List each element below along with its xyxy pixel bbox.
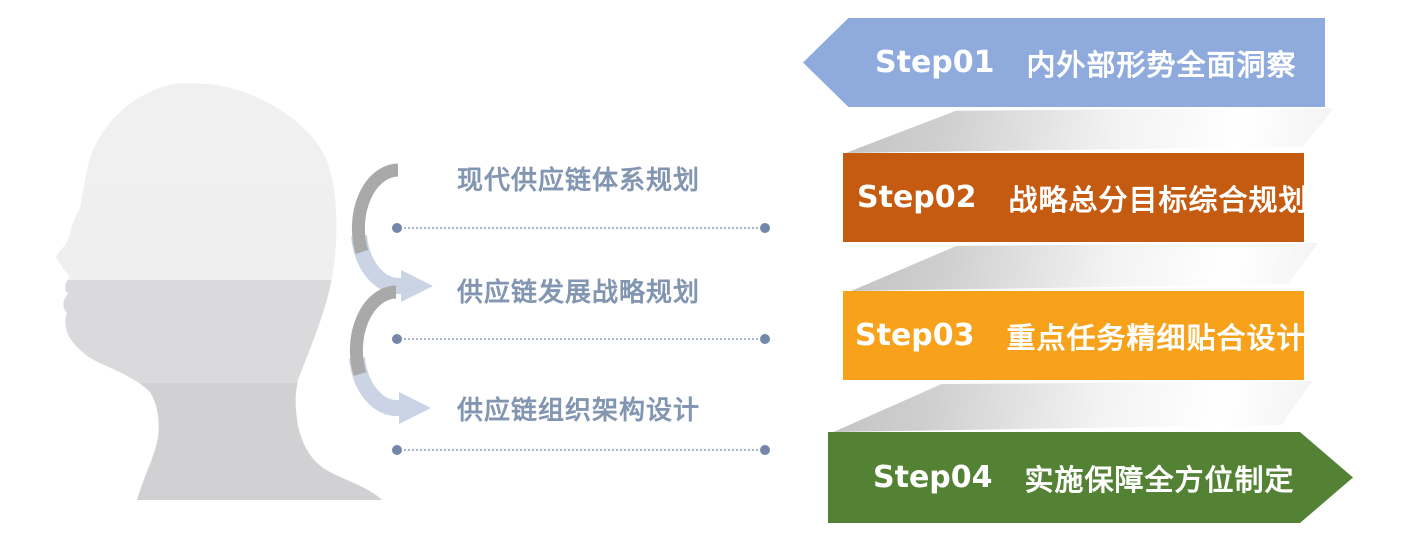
dotted-separator (392, 334, 770, 344)
line-end-dot (760, 445, 770, 455)
step-number: Step03 (855, 318, 975, 353)
ribbon-fold-shadow (845, 108, 1334, 153)
head-band-2 (56, 188, 382, 280)
planning-item: 供应链发展战略规划 (392, 275, 770, 311)
line-end-dot (760, 334, 770, 344)
step-banner-2: Step02 战略总分目标综合规划 (843, 153, 1308, 242)
step-banner-1: Step01 内外部形势全面洞察 (803, 18, 1325, 107)
step-title: 重点任务精细贴合设计 (1006, 320, 1307, 355)
step-banner-3: Step03 重点任务精细贴合设计 (843, 291, 1307, 380)
dotted-separator (392, 445, 770, 455)
step-number: Step04 (873, 460, 993, 495)
curved-arrow-icon-2 (349, 285, 431, 424)
line-end-dot (392, 445, 402, 455)
step-banner-4: Step04 实施保障全方位制定 (828, 432, 1353, 523)
line-end-dot (392, 334, 402, 344)
step-title: 战略总分目标综合规划 (1008, 182, 1309, 217)
planning-item: 供应链组织架构设计 (392, 393, 770, 429)
planning-label: 供应链发展战略规划 (457, 278, 701, 308)
step-number: Step02 (857, 180, 977, 215)
dotted-line (404, 227, 758, 229)
head-silhouette (56, 83, 382, 500)
ribbon-fold-shadow (833, 381, 1313, 432)
planning-label: 供应链组织架构设计 (457, 396, 701, 426)
planning-label: 现代供应链体系规划 (457, 166, 701, 196)
head-band-4 (56, 383, 382, 500)
dotted-line (404, 338, 758, 340)
dotted-separator (392, 223, 770, 233)
ribbon-fold-shadow (851, 243, 1318, 291)
head-band-3 (56, 280, 382, 383)
planning-item: 现代供应链体系规划 (392, 163, 770, 199)
head-band-1 (56, 83, 382, 188)
step-title: 内外部形势全面洞察 (1026, 47, 1297, 82)
line-end-dot (760, 223, 770, 233)
dotted-line (404, 449, 758, 451)
step-number: Step01 (875, 45, 995, 80)
line-end-dot (392, 223, 402, 233)
step-title: 实施保障全方位制定 (1024, 462, 1295, 497)
